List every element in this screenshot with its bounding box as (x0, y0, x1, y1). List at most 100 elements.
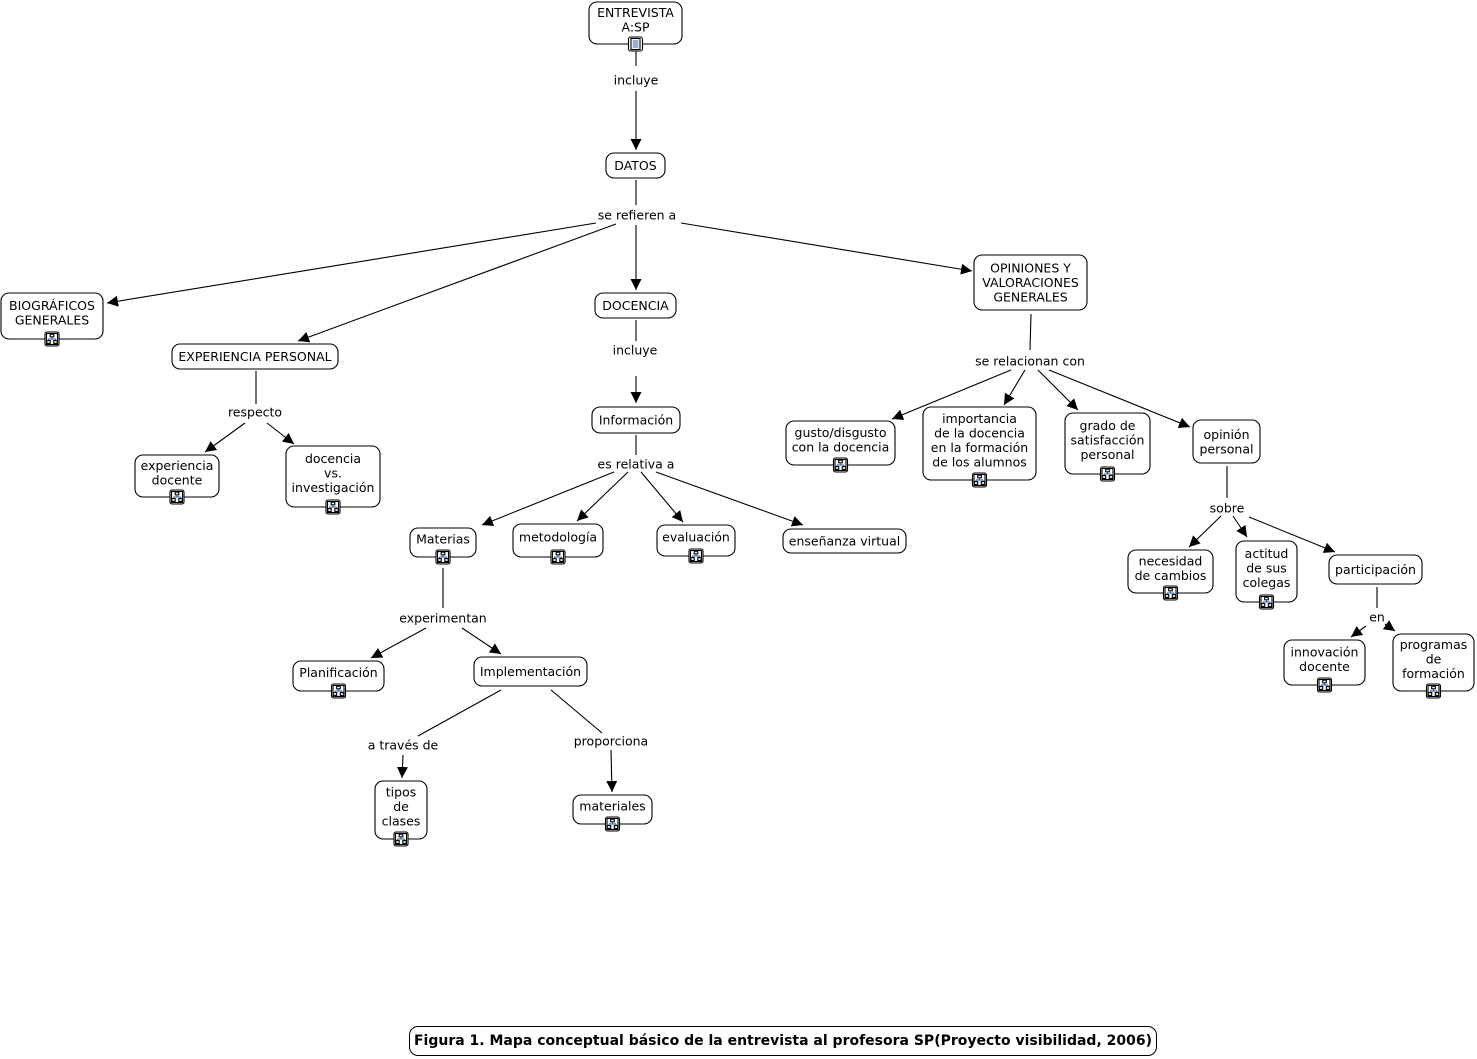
concept-map-icon[interactable] (325, 499, 341, 515)
concept-map-icon[interactable] (688, 548, 704, 564)
concept-map-icon[interactable] (1425, 683, 1442, 699)
concept-label: investigación (292, 480, 375, 495)
concept-label: de los alumnos (932, 454, 1027, 469)
concept-map-icon[interactable] (1099, 466, 1116, 482)
concept-label: Planificación (299, 665, 377, 680)
concept-label: Información (599, 413, 673, 428)
connector-arrow (370, 627, 427, 659)
concept-planificacion[interactable]: Planificación (292, 660, 385, 699)
concept-map-icon[interactable] (1316, 677, 1333, 693)
concept-label: VALORACIONES (982, 275, 1079, 290)
concept-label: enseñanza virtual (789, 534, 900, 549)
connections (106, 45, 1396, 793)
connector-line (417, 689, 502, 737)
concept-map-icon[interactable] (832, 457, 849, 473)
concept-evaluacion[interactable]: evaluación (656, 524, 736, 564)
figure-caption: Figura 1. Mapa conceptual básico de la e… (409, 1026, 1157, 1056)
connector-arrow (606, 749, 618, 793)
link-label-es-relativa: es relativa a (598, 457, 675, 472)
concept-label: Implementación (480, 664, 581, 679)
concept-label: Materias (416, 532, 470, 547)
concept-map-icon[interactable] (44, 331, 60, 347)
concept-label: de sus (1246, 561, 1287, 576)
concept-label: tipos (386, 785, 416, 800)
concept-informacion[interactable]: Información (591, 406, 681, 434)
linking-phrases: incluye se refieren a respecto incluye es re… (228, 73, 1385, 753)
concept-map-icon[interactable] (604, 816, 621, 832)
concept-implementacion[interactable]: Implementación (473, 656, 588, 687)
concept-label: DATOS (614, 158, 656, 173)
concept-label: metodología (519, 530, 597, 545)
concept-label: GENERALES (15, 312, 89, 327)
document-icon[interactable] (627, 36, 644, 52)
connector-arrow (891, 369, 1012, 420)
concept-label: EXPERIENCIA PERSONAL (178, 349, 331, 364)
concept-label: innovación (1291, 644, 1359, 659)
concept-metodologia[interactable]: metodología (512, 523, 604, 565)
concept-ensenanza-virtual[interactable]: enseñanza virtual (782, 528, 907, 554)
concept-experiencia-personal[interactable]: EXPERIENCIA PERSONAL (171, 343, 339, 370)
concept-label: ENTREVISTA (597, 5, 674, 20)
concept-label: docente (152, 472, 203, 487)
connector-line (550, 689, 603, 734)
concept-label: con la docencia (792, 439, 890, 454)
concept-label: personal (1200, 441, 1254, 456)
link-label-respecto: respecto (228, 405, 282, 420)
concept-label: formación (1402, 666, 1465, 681)
concept-label: de (1426, 652, 1442, 667)
concept-participacion[interactable]: participación (1328, 554, 1423, 585)
concept-label: de (393, 799, 409, 814)
concept-map-icon[interactable] (330, 683, 347, 699)
connector-arrow (481, 471, 615, 527)
concept-label: satisfacción (1071, 433, 1145, 448)
link-label-se-relacionan: se relacionan con (975, 354, 1085, 369)
link-label-se-refieren: se refieren a (598, 208, 676, 223)
concept-map-icon[interactable] (971, 472, 988, 488)
concept-materiales[interactable]: materiales (572, 794, 653, 832)
link-label-incluye-2: incluye (613, 343, 658, 358)
connector-arrow (396, 754, 408, 779)
concept-datos[interactable]: DATOS (605, 152, 666, 179)
concept-map-icon[interactable] (435, 549, 451, 565)
concept-map-icon[interactable] (169, 489, 185, 505)
connector-arrow (1037, 369, 1079, 411)
concept-label: docencia (305, 451, 361, 466)
concept-map-icon[interactable] (393, 831, 409, 847)
concept-label: docente (1299, 659, 1350, 674)
connector-arrow (461, 627, 502, 655)
concept-label: opinión (1203, 427, 1249, 442)
concept-label: evaluación (662, 530, 730, 545)
concept-map-icon[interactable] (1162, 585, 1179, 601)
concept-map-icon[interactable] (1258, 594, 1275, 610)
concept-label: materiales (579, 799, 645, 814)
link-label-incluye-1: incluye (614, 73, 659, 88)
link-label-en: en (1369, 610, 1385, 625)
concept-label: necesidad (1139, 553, 1203, 568)
concept-docencia[interactable]: DOCENCIA (594, 292, 677, 319)
link-label-sobre: sobre (1210, 501, 1245, 516)
concept-label: OPINIONES Y (990, 261, 1071, 276)
link-label-a-traves: a través de (368, 738, 439, 753)
concept-label: actitud (1245, 546, 1289, 561)
concept-materias[interactable]: Materias (409, 527, 477, 565)
connector-arrow (297, 223, 617, 343)
concept-map-icon[interactable] (550, 549, 566, 565)
concept-label: en la formación (931, 440, 1028, 455)
concept-label: personal (1081, 447, 1135, 462)
concept-label: A:SP (621, 19, 649, 34)
concept-label: experiencia (141, 458, 214, 473)
